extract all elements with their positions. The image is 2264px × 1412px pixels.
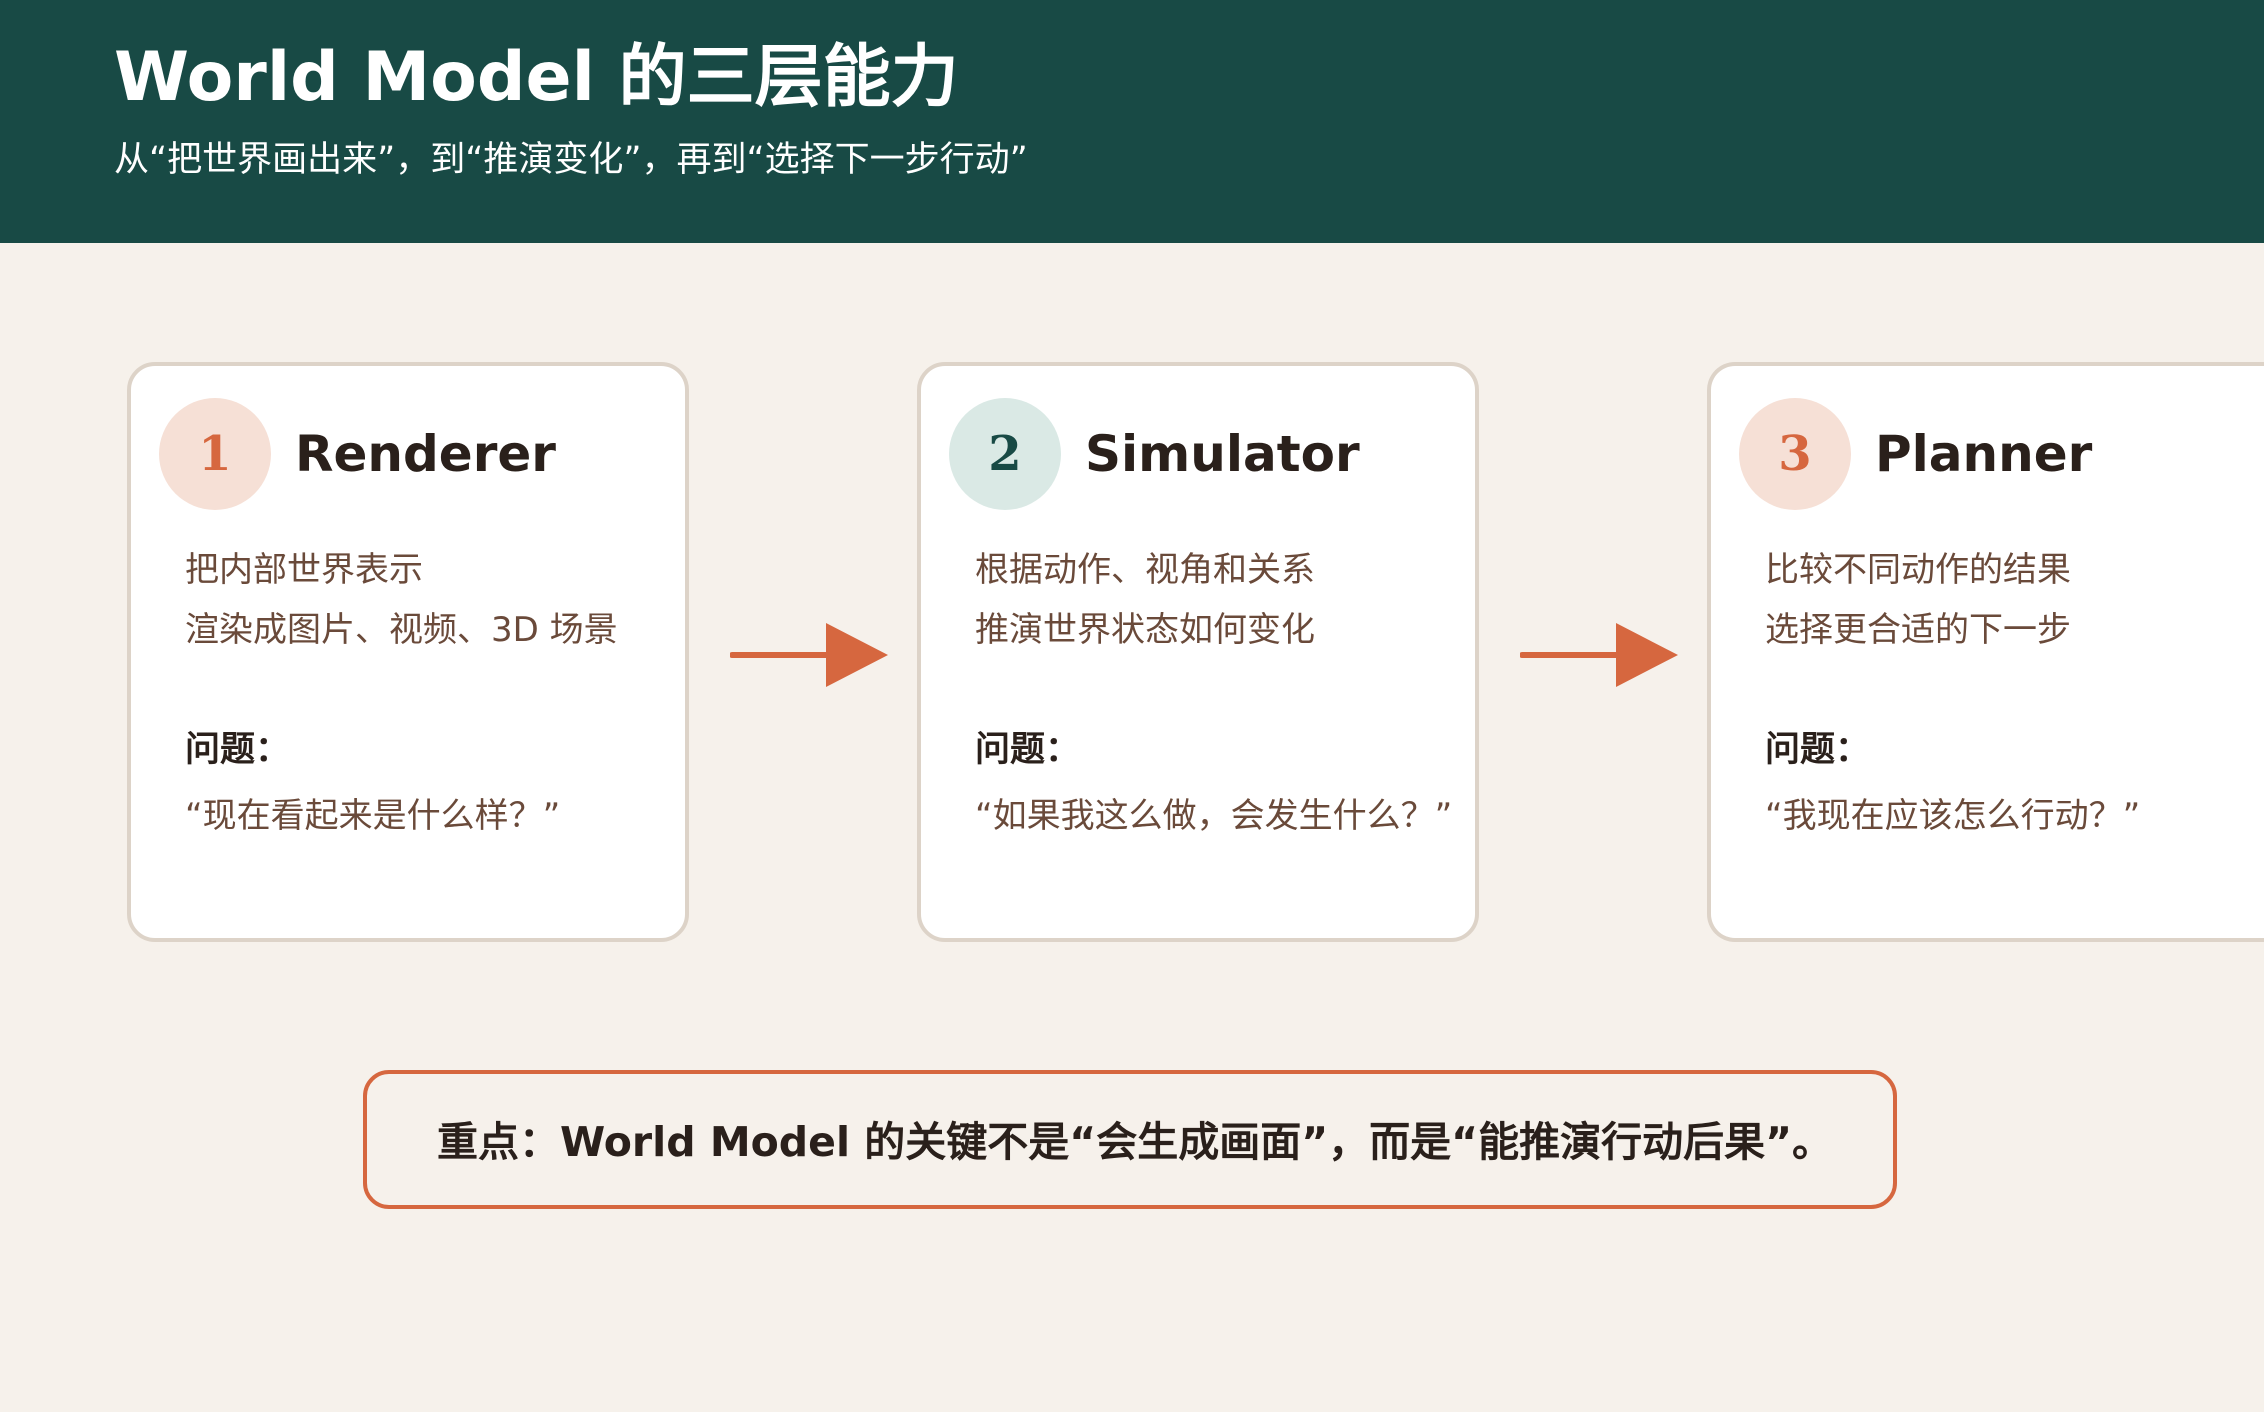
keynote-text: 重点：World Model 的关键不是“会生成画面”，而是“能推演行动后果”。 [437,1118,1834,1166]
card-desc-line-2: 渲染成图片、视频、3D 场景 [185,610,618,650]
question-text: “现在看起来是什么样？” [185,796,561,836]
step-badge-2: 2 [949,398,1061,510]
question-label: 问题： [1765,730,1871,770]
question-text: “如果我这么做，会发生什么？” [975,796,1453,836]
card-title-simulator: Simulator [1085,425,1360,483]
card-desc-line-2: 推演世界状态如何变化 [975,610,1315,650]
arrow-right-icon [1520,623,1678,687]
page-title: World Model 的三层能力 [114,38,959,117]
arrow-right-icon [730,623,888,687]
card-renderer: 1 Renderer 把内部世界表示 渲染成图片、视频、3D 场景 问题： “现… [127,362,689,942]
card-planner: 3 Planner 比较不同动作的结果 选择更合适的下一步 问题： “我现在应该… [1707,362,2264,942]
card-desc-line-1: 根据动作、视角和关系 [975,550,1315,590]
step-badge-3: 3 [1739,398,1851,510]
card-desc-line-2: 选择更合适的下一步 [1765,610,2071,650]
card-simulator: 2 Simulator 根据动作、视角和关系 推演世界状态如何变化 问题： “如… [917,362,1479,942]
card-title-planner: Planner [1875,425,2093,483]
page-subtitle: 从“把世界画出来”，到“推演变化”，再到“选择下一步行动” [114,140,1028,180]
keynote-box: 重点：World Model 的关键不是“会生成画面”，而是“能推演行动后果”。 [363,1070,1897,1209]
card-desc-line-1: 比较不同动作的结果 [1765,550,2071,590]
step-badge-1: 1 [159,398,271,510]
card-desc-line-1: 把内部世界表示 [185,550,423,590]
header-banner: World Model 的三层能力 从“把世界画出来”，到“推演变化”，再到“选… [0,0,2264,243]
question-text: “我现在应该怎么行动？” [1765,796,2141,836]
card-title-renderer: Renderer [295,425,556,483]
question-label: 问题： [185,730,291,770]
question-label: 问题： [975,730,1081,770]
